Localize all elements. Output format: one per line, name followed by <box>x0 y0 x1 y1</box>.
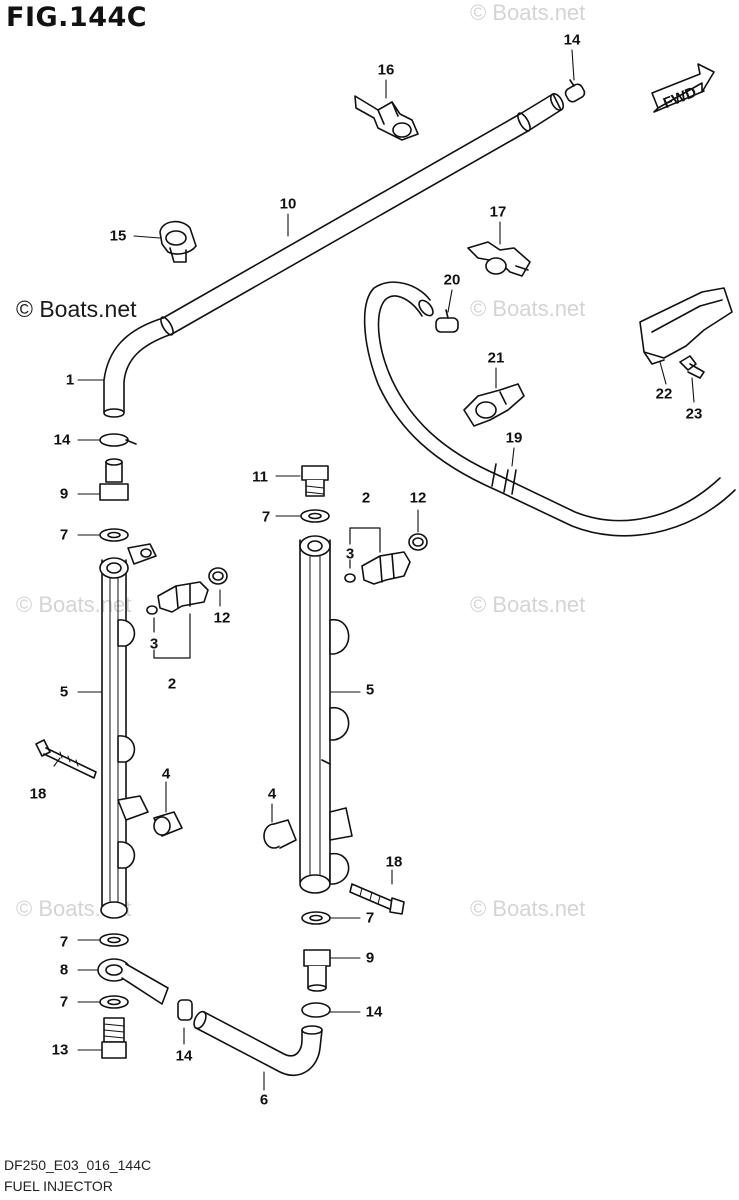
fuel-hose-1 <box>103 317 173 418</box>
callout-5: 5 <box>365 681 375 699</box>
callout-23: 23 <box>685 405 703 423</box>
fuel-hose-10 <box>160 93 565 336</box>
callout-6: 6 <box>259 1091 269 1109</box>
clamp-21 <box>463 383 525 427</box>
callout-21: 21 <box>487 349 505 367</box>
fuel-rail-left <box>99 543 157 919</box>
bolt-18-left <box>35 739 97 779</box>
watermark-dark: © Boats.net <box>16 296 137 322</box>
watermark: © Boats.net <box>470 592 586 617</box>
callout-14: 14 <box>365 1003 383 1021</box>
callout-22: 22 <box>655 385 673 403</box>
watermark: © Boats.net <box>470 896 586 921</box>
washer-7-d <box>301 911 331 925</box>
callout-7: 7 <box>59 526 69 544</box>
clamp-20 <box>435 309 459 333</box>
callout-10: 10 <box>279 195 297 213</box>
callout-8: 8 <box>59 961 69 979</box>
callout-7: 7 <box>59 933 69 951</box>
clamp-14-bottom-right <box>301 1002 331 1018</box>
figure-title: FIG.144C <box>6 2 148 33</box>
washer-7-a <box>99 528 129 542</box>
figure-name: FUEL INJECTOR <box>4 1178 113 1194</box>
callout-12: 12 <box>409 489 427 507</box>
figure-code: DF250_E03_016_144C <box>4 1157 152 1173</box>
callout-12: 12 <box>213 609 231 627</box>
washer-7-b <box>99 933 129 947</box>
callout-14: 14 <box>53 431 71 449</box>
callout-7: 7 <box>365 909 375 927</box>
o-ring-12-right <box>408 533 428 551</box>
callout-5: 5 <box>59 683 69 701</box>
callout-3: 3 <box>345 545 355 563</box>
plug-11 <box>301 465 329 497</box>
injector-right <box>344 551 411 585</box>
callout-2: 2 <box>361 489 371 507</box>
clamp-14-top <box>564 79 586 103</box>
washer-7-e <box>300 509 330 523</box>
leader-2-3-right <box>349 527 381 569</box>
bolt-23 <box>679 355 705 379</box>
callout-9: 9 <box>365 949 375 967</box>
callout-4: 4 <box>267 785 277 803</box>
fuel-rail-right <box>299 535 353 894</box>
callout-3: 3 <box>149 635 159 653</box>
grommet-4-left <box>153 811 183 837</box>
callout-17: 17 <box>489 203 507 221</box>
o-ring-12-left <box>208 567 228 585</box>
clamp-15 <box>159 220 197 263</box>
leader-2-3-left <box>153 613 191 659</box>
forward-arrow-icon: FWD <box>651 63 715 113</box>
callout-7: 7 <box>59 993 69 1011</box>
callout-14: 14 <box>175 1047 193 1065</box>
banjo-fitting-8 <box>97 958 169 1005</box>
fitting-9-right <box>303 949 331 992</box>
clamp-14-left <box>99 433 137 447</box>
watermark: © Boats.net <box>470 296 586 321</box>
bolt-18-right <box>349 883 405 915</box>
clamp-17 <box>467 241 531 277</box>
callout-2: 2 <box>167 675 177 693</box>
callout-1: 1 <box>65 371 75 389</box>
fuel-hose-19 <box>363 281 736 537</box>
callout-14: 14 <box>563 31 581 49</box>
callout-7: 7 <box>261 508 271 526</box>
leader-lines <box>53 49 695 1091</box>
callout-18: 18 <box>385 853 403 871</box>
clamp-16 <box>354 95 419 141</box>
callout-19: 19 <box>505 429 523 447</box>
callout-4: 4 <box>161 765 171 783</box>
banjo-bolt-13 <box>101 1017 127 1059</box>
grommet-4-right <box>263 819 297 849</box>
clamp-14-bottom-left <box>177 999 193 1021</box>
injector-left <box>146 581 209 615</box>
callout-9: 9 <box>59 485 69 503</box>
callout-20: 20 <box>443 271 461 289</box>
fitting-9-left <box>99 458 129 501</box>
callout-13: 13 <box>51 1041 69 1059</box>
callout-11: 11 <box>252 468 268 486</box>
washer-7-c <box>99 995 129 1009</box>
bracket-22 <box>639 287 733 365</box>
watermark: © Boats.net <box>16 592 132 617</box>
callout-18: 18 <box>29 785 47 803</box>
watermark: © Boats.net <box>470 0 586 25</box>
callout-16: 16 <box>377 61 395 79</box>
callout-15: 15 <box>109 227 127 245</box>
fuel-hose-6 <box>193 1010 323 1077</box>
